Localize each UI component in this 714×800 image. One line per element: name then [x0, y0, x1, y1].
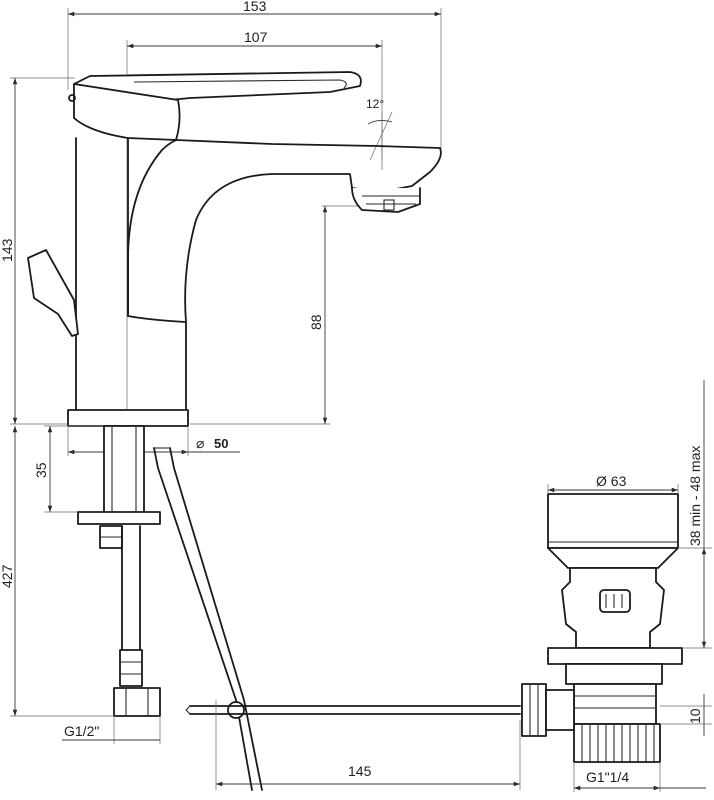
base-diameter-label: 50 [214, 436, 228, 451]
mounting-assembly [77, 425, 161, 717]
hose-crimp [119, 649, 143, 687]
hose-connector-nut [113, 687, 161, 717]
basin-thickness-label: 38 min - 48 max [687, 446, 703, 546]
waste-nut [547, 647, 683, 665]
waste-offset-label: 10 [687, 708, 703, 724]
spout-angle-label: 12° [366, 97, 384, 111]
popup-lever-knob [27, 249, 79, 337]
dimension-hose-thread: G1/2" [62, 716, 161, 744]
rod-connector [521, 683, 547, 737]
waste-rod-length-label: 145 [348, 763, 372, 779]
deck-thickness-label: 35 [33, 462, 49, 478]
waste-valve [521, 493, 683, 763]
base-plate [67, 409, 189, 427]
dimension-spout-angle: 12° [366, 97, 393, 161]
waste-plug-diameter-label: Ø 63 [596, 473, 627, 489]
waste-slot-icon [599, 589, 631, 613]
dimension-waste-offset: 10 [660, 694, 712, 736]
total-width-label: 153 [243, 0, 267, 14]
spout-height-label: 88 [308, 314, 324, 330]
popup-linkage [153, 447, 521, 791]
hose-thread-label: G1/2" [64, 723, 99, 739]
dimension-spout-height: 88 [190, 205, 376, 425]
tap-body [27, 71, 442, 427]
linkage-clip-icon [227, 701, 245, 719]
dimension-waste-rod-length: 145 [215, 700, 521, 790]
hose-length-label: 427 [0, 564, 15, 588]
aerator-slot-icon [383, 199, 395, 211]
dimension-total-width: 153 [67, 0, 442, 150]
total-height-label: 143 [0, 238, 15, 262]
dimension-hose-length: 427 [0, 426, 114, 717]
dimension-total-height: 143 [0, 77, 75, 425]
waste-plug-head [547, 493, 679, 549]
dimension-deck-thickness: 35 [33, 425, 110, 513]
dimension-waste-thread: G1"1/4 [573, 762, 706, 792]
handle-pivot-icon [68, 94, 76, 102]
dimension-basin-thickness: 38 min - 48 max [678, 380, 712, 649]
waste-thread-label: G1"1/4 [586, 769, 629, 785]
base-diameter-symbol: ⌀ [196, 435, 204, 451]
dimension-waste-plug-diameter: Ø 63 [547, 473, 679, 494]
fixing-plate [77, 511, 161, 525]
spout-reach-label: 107 [244, 29, 268, 45]
